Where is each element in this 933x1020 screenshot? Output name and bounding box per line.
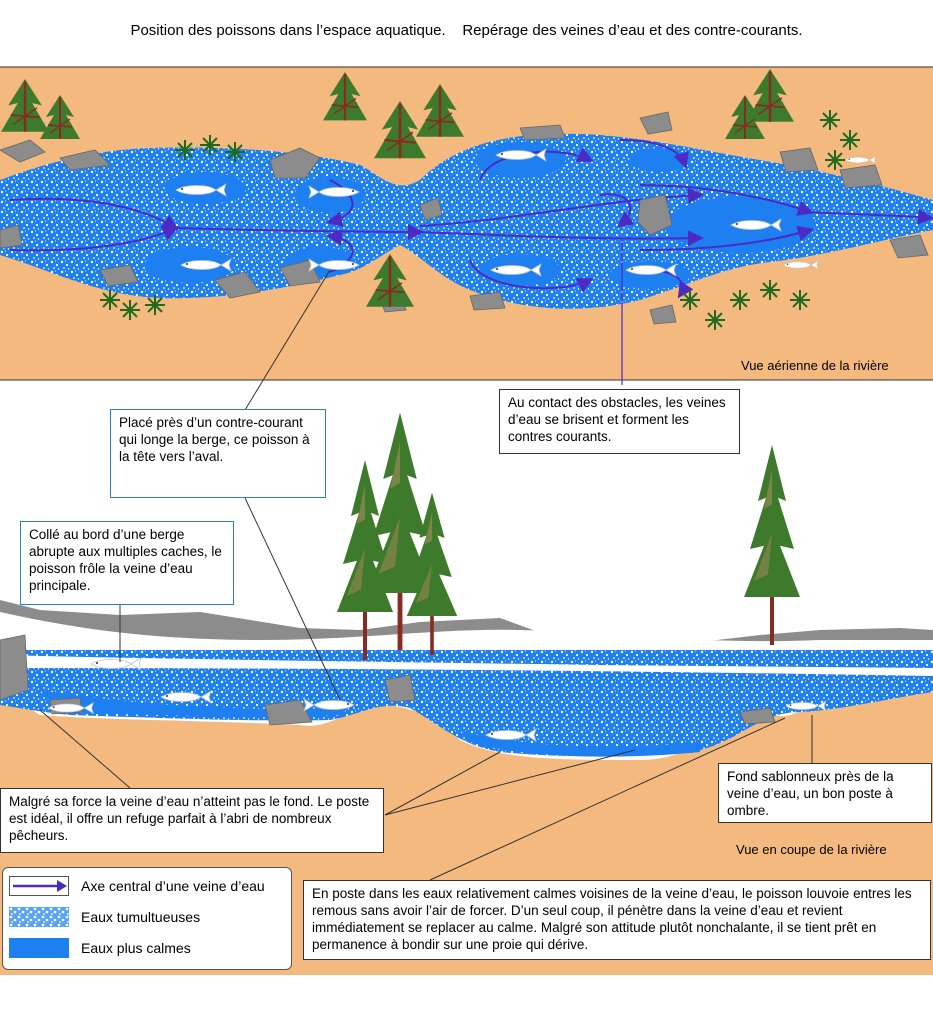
legend-label-axe: Axe central d’une veine d’eau: [81, 878, 265, 894]
calm-zone: [475, 142, 565, 178]
note-obstacles: Au contact des obstacles, les veines d’e…: [499, 389, 740, 454]
aerial-view: [0, 66, 933, 385]
note-contre-courant: Placé près d’un contre-courant qui longe…: [110, 409, 326, 498]
section-view-label: Vue en coupe de la rivière: [736, 842, 887, 857]
legend-row-axe: Axe central d’une veine d’eau: [9, 876, 289, 898]
calm-zone: [630, 148, 690, 172]
current-axes: [9, 139, 933, 385]
aerial-view-label: Vue aérienne de la rivière: [741, 358, 889, 373]
leader-lines: [39, 269, 813, 881]
section-water: [0, 650, 933, 757]
note-berge: Collé au bord d’une berge abrupte aux mu…: [20, 521, 234, 605]
note-sablonneux: Fond sablonneux près de la veine d’eau, …: [718, 763, 932, 823]
section-rocks: [0, 634, 776, 726]
legend-row-tumultueuses: Eaux tumultueuses: [9, 907, 289, 929]
aerial-rocks: [0, 111, 929, 325]
legend: Axe central d’une veine d’eau Eaux tumul…: [2, 867, 292, 970]
legend-label-tumultueuses: Eaux tumultueuses: [81, 909, 201, 925]
turbulent-water-swatch: [9, 907, 69, 927]
page-title: Position des poissons dans l’espace aqua…: [130, 22, 803, 39]
legend-label-calmes: Eaux plus calmes: [81, 940, 191, 956]
note-calme: En poste dans les eaux relativement calm…: [303, 880, 931, 960]
note-fond: Malgré sa force la veine d’eau n’atteint…: [0, 788, 384, 853]
legend-row-calmes: Eaux plus calmes: [9, 938, 289, 960]
current-axis-swatch: [9, 876, 69, 896]
calm-water-swatch: [9, 938, 69, 958]
